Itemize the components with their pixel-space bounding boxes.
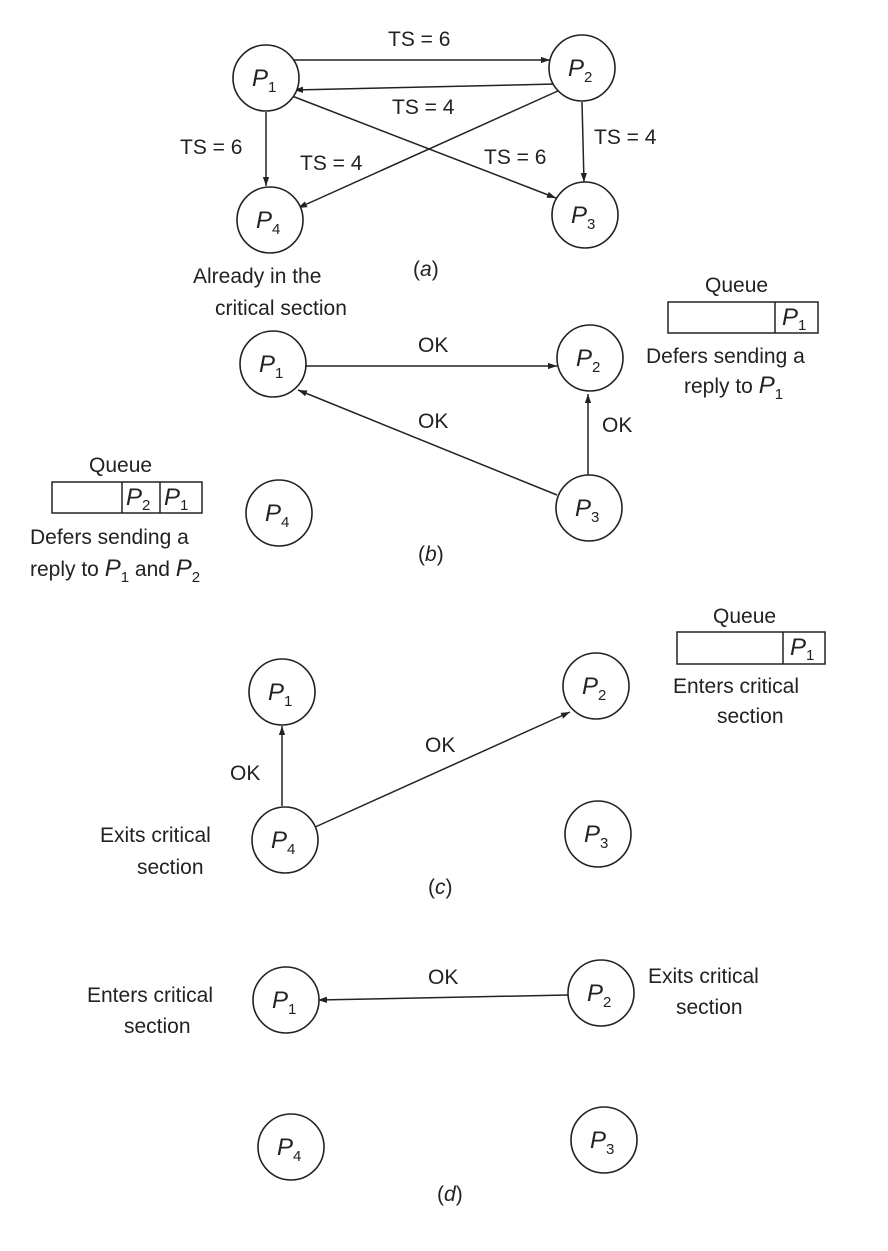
note-d-p2-line2: section — [676, 996, 743, 1019]
note-c-p4-line2: section — [137, 856, 204, 879]
edge-a-p2-p3 — [580, 101, 587, 183]
panel-a: TS = 6 TS = 4 TS = 6 TS = 4 TS = 6 TS = … — [180, 28, 657, 320]
edge-label-c-p4-p1: OK — [230, 762, 260, 785]
queue-b-p4: P2 P1 — [51, 481, 203, 514]
queue-title-b-p2: Queue — [705, 274, 768, 297]
svg-text:P3: P3 — [584, 821, 608, 852]
panel-d: OK P1 P2 P3 P4 Enters critical section E… — [87, 959, 759, 1206]
edge-label-d-p2-p1: OK — [428, 966, 458, 989]
caption-d: (d) — [437, 1183, 463, 1206]
note-d-p1-line1: Enters critical — [87, 984, 213, 1007]
queue-c-p2: P1 — [676, 631, 826, 665]
svg-text:P4: P4 — [256, 207, 280, 238]
caption-c: (c) — [428, 876, 453, 899]
note-b-p4-line2: reply to P1 and P2 — [30, 555, 200, 586]
node-a-p3: P3 — [551, 181, 619, 249]
node-b-p3: P3 — [555, 474, 623, 542]
node-a-p1: P1 — [232, 44, 300, 112]
note-a-p4-line2: critical section — [215, 297, 347, 320]
caption-b: (b) — [418, 543, 444, 566]
node-d-p3: P3 — [570, 1106, 638, 1174]
note-d-p2-line1: Exits critical — [648, 965, 759, 988]
node-c-p4: P4 — [251, 806, 319, 874]
node-a-p2: P2 — [548, 34, 616, 102]
svg-text:P3: P3 — [590, 1127, 614, 1158]
caption-a: (a) — [413, 258, 439, 281]
edge-label-a-p1-p2: TS = 6 — [388, 28, 450, 51]
node-d-p1: P1 — [252, 966, 320, 1034]
queue-c-p2-slot-p1: P1 — [790, 634, 814, 664]
edge-label-a-p2-p4: TS = 4 — [300, 152, 363, 175]
svg-text:P1: P1 — [268, 679, 292, 710]
note-c-p2-line2: section — [717, 705, 784, 728]
node-b-p4: P4 — [245, 479, 313, 547]
queue-title-c-p2: Queue — [713, 605, 776, 628]
edge-label-a-p1-p4: TS = 6 — [180, 136, 242, 159]
svg-text:P4: P4 — [265, 500, 289, 531]
edge-label-a-p2-p3: TS = 4 — [594, 126, 657, 149]
node-c-p2: P2 — [562, 652, 630, 720]
edge-a-p2-p4 — [297, 89, 561, 209]
edge-a-p1-p3 — [291, 95, 557, 199]
panel-c: OK OK P1 P2 P3 P4 Queue P1 Enters critic… — [100, 605, 826, 899]
note-a-p4-line1: Already in the — [193, 265, 321, 288]
svg-text:P3: P3 — [575, 495, 599, 526]
queue-b-p4-slot-p2: P2 — [126, 484, 150, 514]
panel-b: OK OK OK P1 P2 P3 P4 Queue P1 Defers sen… — [30, 274, 819, 586]
svg-text:P2: P2 — [582, 673, 606, 704]
queue-b-p2-slot-p1: P1 — [782, 304, 806, 334]
note-b-p2-line2: reply to P1 — [684, 372, 783, 403]
edge-a-p2-p1 — [293, 83, 557, 93]
edge-label-b-p1-p2: OK — [418, 334, 448, 357]
edge-label-c-p4-p2: OK — [425, 734, 455, 757]
edge-d-p2-p1 — [317, 994, 569, 1003]
node-c-p3: P3 — [564, 800, 632, 868]
edge-c-p4-p2 — [312, 711, 571, 829]
queue-b-p4-slot-p1: P1 — [164, 484, 188, 514]
svg-text:P1: P1 — [259, 351, 283, 382]
svg-text:P4: P4 — [271, 827, 295, 858]
edge-label-b-p3-p1: OK — [418, 410, 448, 433]
svg-text:P4: P4 — [277, 1134, 301, 1165]
svg-text:P3: P3 — [571, 202, 595, 233]
svg-text:P1: P1 — [252, 65, 276, 96]
node-d-p4: P4 — [257, 1113, 325, 1181]
svg-text:P1: P1 — [272, 987, 296, 1018]
queue-b-p2: P1 — [667, 301, 819, 334]
node-d-p2: P2 — [567, 959, 635, 1027]
edge-b-p3-p1 — [297, 389, 558, 496]
node-c-p1: P1 — [248, 658, 316, 726]
edge-label-a-p2-p1: TS = 4 — [392, 96, 455, 119]
queue-title-b-p4: Queue — [89, 454, 152, 477]
node-b-p2: P2 — [556, 324, 624, 392]
node-a-p4: P4 — [236, 186, 304, 254]
edge-label-b-p3-p2: OK — [602, 414, 632, 437]
edge-label-a-p1-p3: TS = 6 — [484, 146, 546, 169]
note-d-p1-line2: section — [124, 1015, 191, 1038]
note-c-p2-line1: Enters critical — [673, 675, 799, 698]
svg-text:P2: P2 — [587, 980, 611, 1011]
svg-text:P2: P2 — [576, 345, 600, 376]
note-b-p4-line1: Defers sending a — [30, 526, 189, 549]
node-b-p1: P1 — [239, 330, 307, 398]
note-b-p2-line1: Defers sending a — [646, 345, 805, 368]
note-c-p4-line1: Exits critical — [100, 824, 211, 847]
svg-text:P2: P2 — [568, 55, 592, 86]
